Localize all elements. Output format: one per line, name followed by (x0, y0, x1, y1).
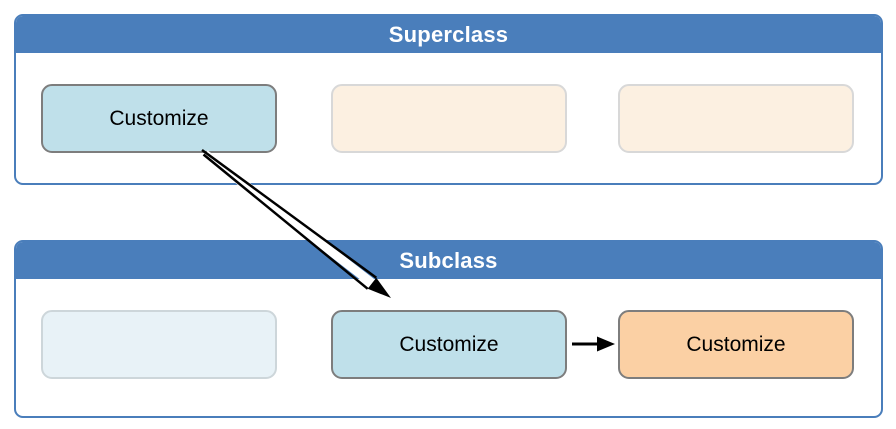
subclass-body: Customize Customize (16, 279, 881, 416)
superclass-customize-box: Customize (41, 84, 277, 153)
subclass-panel: Subclass Customize Customize (14, 240, 883, 418)
subclass-placeholder-box (41, 310, 277, 379)
superclass-body: Customize (16, 53, 881, 183)
superclass-placeholder-box-1 (331, 84, 567, 153)
superclass-title: Superclass (388, 21, 509, 47)
subclass-customize-box: Customize (331, 310, 567, 379)
superclass-placeholder-box-2 (618, 84, 854, 153)
subclass-header: Subclass (16, 242, 881, 279)
subclass-title: Subclass (399, 247, 498, 273)
superclass-header: Superclass (16, 16, 881, 53)
subclass-new-method-box: Customize (618, 310, 854, 379)
superclass-panel: Superclass Customize (14, 14, 883, 185)
